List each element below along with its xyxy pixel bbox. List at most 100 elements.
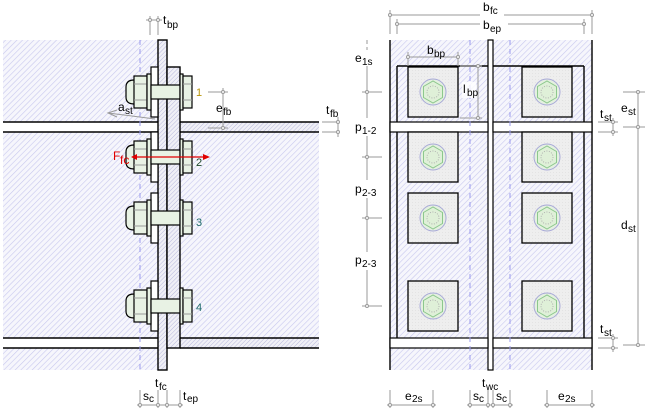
backing-plate-bolt — [521, 66, 573, 118]
column-web — [487, 39, 494, 371]
backing-plate — [407, 280, 459, 332]
bolt-1 — [125, 66, 193, 118]
svg-text:t: t — [326, 103, 330, 117]
svg-text:st: st — [125, 106, 133, 117]
force-label-sub: fc — [120, 153, 129, 167]
dim-b-bp: b bp — [406, 43, 460, 66]
dim-b-ep: b ep — [395, 18, 586, 35]
bolt-number-1: 1 — [196, 87, 202, 99]
svg-text:fc: fc — [490, 6, 498, 17]
bolt-shank-hidden — [540, 150, 554, 164]
svg-text:p: p — [355, 120, 362, 134]
front-view: b fc b ep b bp l — [350, 0, 645, 408]
svg-text:e: e — [405, 389, 412, 403]
bolt-shank-hidden — [540, 299, 554, 313]
svg-text:ep: ep — [187, 394, 199, 405]
svg-text:t: t — [183, 389, 187, 403]
dim-left-vertical: e 1s p 1-2 p 2-3 p 2-3 — [350, 40, 386, 308]
dim-b-fc: b fc — [388, 0, 594, 34]
svg-text:c: c — [502, 394, 507, 405]
bolt-head-hex — [537, 145, 557, 169]
stiffener-bottom-front — [389, 337, 489, 349]
bolt-head-hex — [537, 80, 557, 104]
svg-text:1s: 1s — [362, 57, 373, 68]
svg-text:s: s — [143, 389, 149, 403]
dim-a-st: a st — [106, 100, 156, 120]
bolt-head-hex — [537, 206, 557, 230]
svg-text:t: t — [155, 376, 159, 390]
svg-text:c: c — [479, 394, 484, 405]
bolt-shank-hidden — [426, 211, 440, 225]
svg-text:fc: fc — [159, 382, 167, 393]
svg-text:bp: bp — [167, 20, 179, 31]
svg-text:e: e — [558, 389, 565, 403]
svg-text:t: t — [600, 322, 604, 336]
side-view: 1 2 3 4 F fc t bp a st — [3, 13, 340, 408]
backing-plate-bolt — [407, 192, 459, 244]
bolt-number-4: 4 — [196, 302, 202, 314]
svg-text:p: p — [355, 253, 362, 267]
bolt-head-hex — [537, 294, 557, 318]
svg-text:s: s — [496, 389, 502, 403]
svg-text:2-3: 2-3 — [362, 188, 377, 199]
stiffener-top-front — [389, 121, 489, 133]
svg-text:wc: wc — [485, 382, 498, 393]
svg-text:e: e — [355, 51, 362, 65]
svg-text:fb: fb — [223, 107, 232, 118]
stiffener-bottom-front-r — [492, 337, 593, 349]
svg-text:p: p — [355, 182, 362, 196]
bolt-shank-hidden — [426, 299, 440, 313]
svg-text:d: d — [621, 218, 628, 232]
svg-text:1-2: 1-2 — [362, 126, 377, 137]
svg-text:b: b — [427, 43, 434, 57]
svg-text:ep: ep — [490, 24, 502, 35]
svg-text:st: st — [604, 113, 612, 124]
dim-t-bp: t bp — [146, 13, 179, 35]
dim-e-fb: e fb — [208, 88, 232, 130]
svg-text:fb: fb — [330, 109, 339, 120]
bolt-shank-hidden — [426, 150, 440, 164]
svg-text:c: c — [149, 394, 154, 405]
svg-text:l: l — [463, 82, 466, 96]
dim-right-vertical: t st e st d st t st — [598, 90, 645, 352]
svg-text:bp: bp — [467, 88, 479, 99]
bolt-head-hex — [423, 294, 443, 318]
beam-web-hatch — [180, 122, 319, 348]
stiffener-bottom-side — [3, 338, 158, 348]
dim-front-bottom: t wc e 2s s c s c e 2s — [387, 376, 595, 408]
svg-text:e: e — [621, 101, 628, 115]
svg-text:2-3: 2-3 — [362, 259, 377, 270]
backing-plate-bolt — [407, 280, 459, 332]
stiffener-top-side — [3, 122, 158, 132]
bolt-number-2: 2 — [196, 157, 202, 169]
dim-l-bp: l bp — [460, 64, 482, 120]
backing-plate-bolt — [407, 131, 459, 183]
backing-plates — [407, 66, 573, 332]
dim-t-fb: t fb — [322, 103, 340, 137]
bolt-3 — [125, 192, 193, 244]
svg-text:t: t — [600, 107, 604, 121]
bolt-head-hex — [423, 145, 443, 169]
svg-text:b: b — [483, 18, 490, 32]
bolt-shank-hidden — [540, 85, 554, 99]
backing-plate-bolt — [521, 192, 573, 244]
bolt-shank-hidden — [540, 211, 554, 225]
bolt-head-hex — [423, 80, 443, 104]
stiffener-top-front-r — [492, 121, 593, 133]
svg-text:t: t — [163, 13, 167, 27]
svg-text:bp: bp — [434, 49, 446, 60]
svg-text:e: e — [216, 101, 223, 115]
svg-text:st: st — [628, 224, 636, 235]
svg-text:st: st — [604, 328, 612, 339]
force-arrow: F fc — [113, 149, 210, 167]
svg-text:2s: 2s — [565, 394, 576, 405]
bolt-4 — [125, 280, 193, 332]
backing-plate-bolt — [521, 131, 573, 183]
beam-top-flange — [180, 122, 319, 132]
svg-text:st: st — [628, 107, 636, 118]
bolt-number-3: 3 — [196, 217, 202, 229]
svg-text:a: a — [118, 100, 125, 114]
bolt-head-hex — [423, 206, 443, 230]
